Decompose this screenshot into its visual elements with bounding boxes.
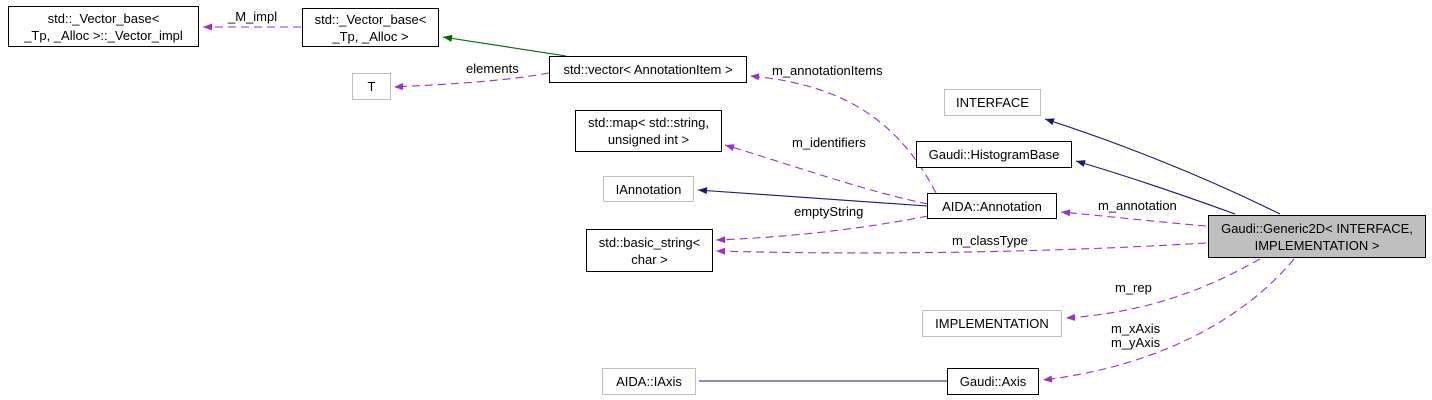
edge-label-m-classtype: m_classType [952, 233, 1028, 248]
edge-inherit-histogrambase [1075, 160, 1236, 215]
class-node-aida-iaxis: AIDA::IAxis [602, 368, 696, 395]
class-node-label: AIDA::IAxis [616, 374, 682, 389]
edge-m-classtype [715, 242, 1207, 255]
class-node-label: T [367, 79, 376, 94]
class-node-label: _Tp, _Alloc > [332, 28, 409, 44]
edge-m-identifiers [724, 144, 929, 205]
class-node-gaudi-axis[interactable]: Gaudi::Axis [947, 368, 1039, 395]
edge-elements [393, 72, 550, 91]
class-node-label: char > [631, 251, 668, 267]
edge-m-annotationitems [749, 73, 937, 194]
class-node-label: IMPLEMENTATION [935, 316, 1049, 331]
class-node-label: Gaudi::Generic2D< INTERFACE, [1221, 220, 1413, 236]
edge-inherit-iannotation [697, 187, 928, 207]
class-node-label: IAnnotation [615, 181, 682, 197]
class-node-label: _Tp, _Alloc >::_Vector_impl [24, 27, 183, 43]
class-node-std-basic-string[interactable]: std::basic_string< char > [586, 229, 713, 272]
edge-inherit-interface [1044, 118, 1281, 215]
class-node-gaudi-generic2d-current: Gaudi::Generic2D< INTERFACE, IMPLEMENTAT… [1208, 215, 1426, 258]
class-node-std-vector-base-vector-impl[interactable]: std::_Vector_base< _Tp, _Alloc >::_Vecto… [8, 6, 199, 47]
edge-label-m-annotationitems: m_annotationItems [772, 63, 883, 78]
class-node-implementation: IMPLEMENTATION [922, 310, 1062, 337]
edge-label-m-rep: m_rep [1115, 280, 1152, 295]
class-node-label: unsigned int > [607, 132, 690, 147]
class-node-gaudi-histogrambase[interactable]: Gaudi::HistogramBase [916, 141, 1072, 168]
class-node-std-vector-annotationitem[interactable]: std::vector< AnnotationItem > [549, 56, 747, 83]
edge-label-m-xaxis-m-yaxis: m_xAxis m_yAxis [1111, 322, 1160, 350]
edge-m-annotation [1060, 209, 1207, 227]
edge-m-rep [1065, 258, 1261, 321]
class-node-label: std::map< std::string, [587, 115, 710, 130]
class-node-std-vector-base[interactable]: std::_Vector_base< _Tp, _Alloc > [302, 8, 439, 47]
class-node-std-map[interactable]: std::map< std::string, unsigned int > [575, 110, 722, 152]
edge-label-m-annotation: m_annotation [1098, 198, 1177, 213]
edge-label-m-impl: _M_impl [228, 9, 278, 24]
edge-emptystring [715, 215, 929, 244]
class-node-label: Gaudi::Axis [959, 374, 1027, 389]
class-node-label: INTERFACE [956, 95, 1029, 110]
class-node-label: std::basic_string< [598, 234, 701, 250]
class-node-label: std::_Vector_base< [314, 11, 427, 27]
class-node-label: std::_Vector_base< [47, 10, 160, 26]
edge-label-m-identifiers: m_identifiers [792, 135, 866, 150]
edge-inherit-vector-base [442, 34, 567, 57]
edge-label-m-yaxis: m_yAxis [1111, 335, 1161, 350]
class-node-iannotation: IAnnotation [603, 176, 694, 202]
class-node-label: IMPLEMENTATION > [1254, 237, 1380, 253]
class-node-aida-annotation[interactable]: AIDA::Annotation [927, 193, 1057, 219]
edge-label-m-xaxis: m_xAxis [1111, 321, 1161, 336]
edge-label-elements: elements [466, 61, 519, 76]
edge-m-xaxis-m-yaxis [1042, 258, 1295, 383]
class-node-label: std::vector< AnnotationItem > [563, 62, 733, 77]
class-node-template-param-t: T [352, 73, 391, 100]
class-node-label: AIDA::Annotation [942, 198, 1042, 214]
class-node-interface: INTERFACE [944, 89, 1041, 116]
class-node-label: Gaudi::HistogramBase [928, 147, 1060, 162]
edge-label-emptystring: emptyString [794, 204, 864, 219]
